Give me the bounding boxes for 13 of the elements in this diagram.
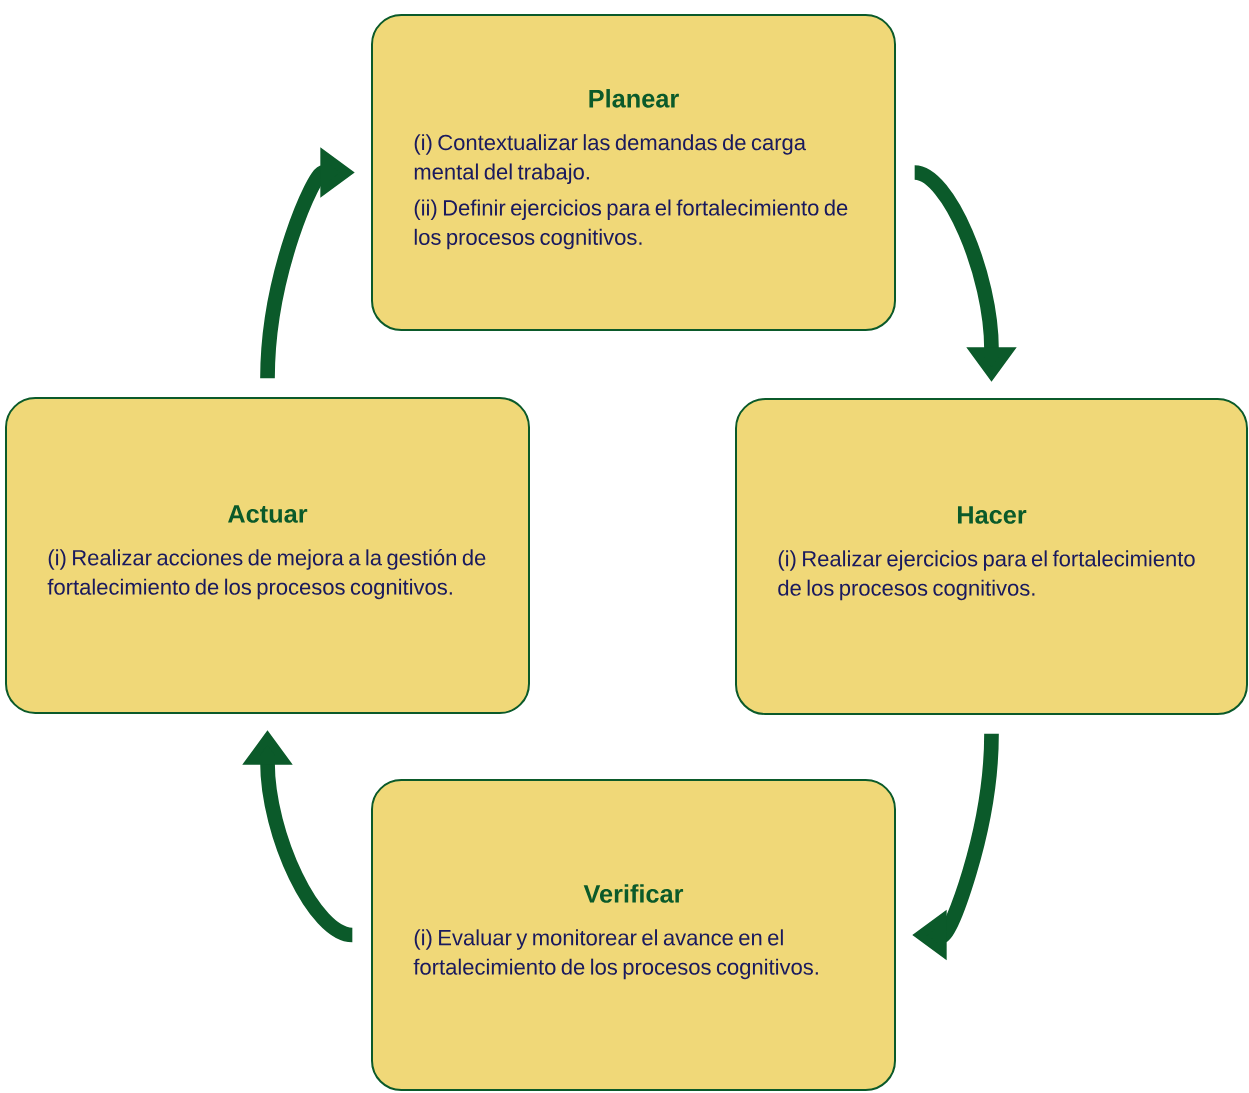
step-text: (i) Realizar acciones de mejora a la gestión de fortalecimiento de los procesos cognitivos. xyxy=(47,549,486,600)
step-box xyxy=(5,397,530,714)
step-text: (i) Evaluar y monitorear el avance en el fortalecimiento de los procesos cognitivos. xyxy=(413,929,818,980)
step-box xyxy=(735,398,1248,715)
step-heading: Planear xyxy=(589,89,679,108)
step-heading: Hacer xyxy=(958,506,1027,524)
step-box xyxy=(371,14,896,331)
step-heading: Verificar xyxy=(583,884,684,903)
step-box xyxy=(371,779,896,1091)
step-text: (i) Realizar ejercicios para el fortalecimiento de los procesos cognitivos. xyxy=(778,550,1195,601)
step-heading: Actuar xyxy=(228,505,308,523)
step-text: (i) Contextualizar las demandas de carga mental del trabajo. xyxy=(414,134,806,184)
step-text: (ii) Definir ejercicios para el fortalecimiento de los procesos cognitivos. xyxy=(414,199,848,250)
